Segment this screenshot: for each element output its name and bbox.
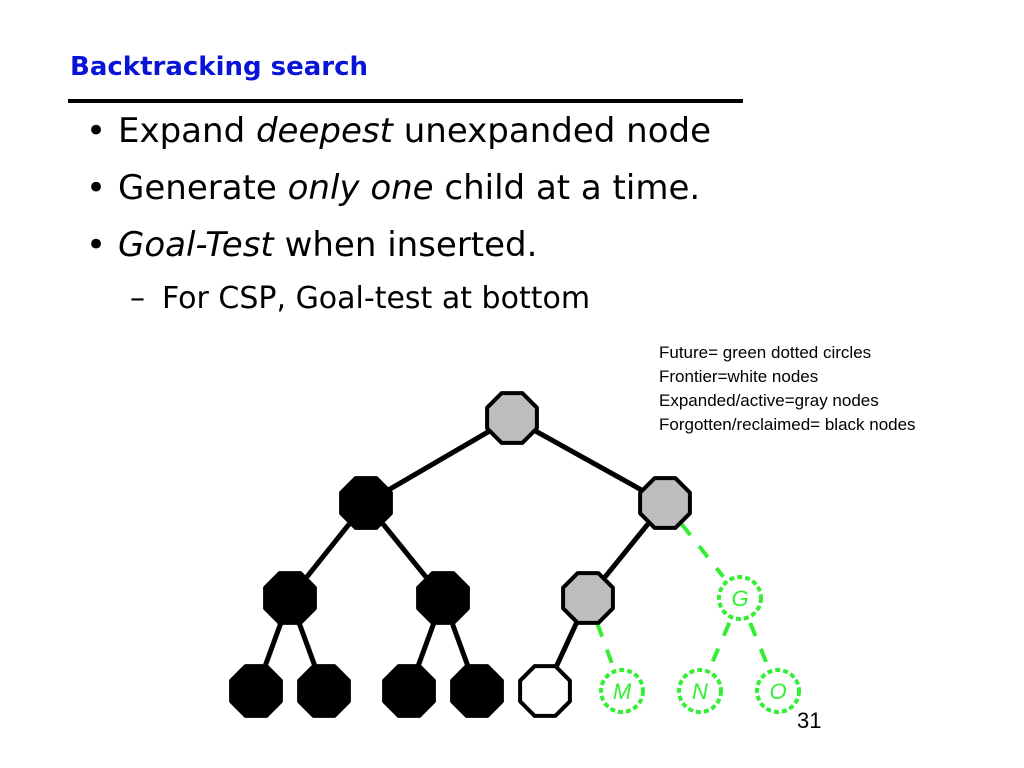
forgotten-node-shape (263, 571, 317, 625)
tree-edge-g-o (748, 622, 770, 667)
bullet-emphasis: deepest (255, 111, 393, 151)
future-node-label: N (692, 679, 708, 704)
tree-edge-f-l (554, 621, 579, 668)
bullet-text: when inserted. (273, 225, 538, 265)
tree-node-h (229, 664, 283, 718)
forgotten-node-shape (229, 664, 283, 718)
expanded-node-shape (561, 571, 615, 625)
sub-bullet-marker: – (130, 281, 145, 316)
frontier-node-shape (518, 664, 572, 718)
tree-node-o: O (755, 668, 801, 714)
tree-node-root (485, 391, 539, 445)
bullet-emphasis: only one (287, 168, 434, 208)
future-node-label: G (731, 586, 748, 611)
tree-edges (262, 428, 770, 668)
tree-node-d (263, 571, 317, 625)
tree-nodes: G M N O (229, 391, 801, 718)
future-node-circle (755, 668, 801, 714)
forgotten-node-shape (297, 664, 351, 718)
forgotten-node-shape (450, 664, 504, 718)
legend-item-frontier: Frontier=white nodes (659, 367, 819, 386)
tree-edge-g-n (708, 622, 732, 667)
expanded-node-shape (485, 391, 539, 445)
legend-item-future: Future= green dotted circles (659, 343, 872, 362)
bullet-text: Generate (118, 168, 288, 208)
future-node-label: M (613, 679, 632, 704)
tree-edge-c-g (680, 522, 725, 579)
tree-node-j (382, 664, 436, 718)
tree-node-l (518, 664, 572, 718)
bullet-1: • Expand deepest unexpanded node (86, 111, 711, 151)
future-node-label: O (769, 679, 786, 704)
tree-node-f (561, 571, 615, 625)
tree-node-c (638, 476, 692, 530)
tree-node-g: G (717, 575, 763, 621)
bullet-2: • Generate only one child at a time. (86, 168, 700, 208)
bullet-marker: • (86, 225, 107, 265)
expanded-node-shape (638, 476, 692, 530)
page-number: 31 (797, 708, 822, 733)
future-node-circle (677, 668, 723, 714)
tree-node-m: M (599, 668, 645, 714)
legend-item-forgotten: Forgotten/reclaimed= black nodes (659, 415, 916, 434)
tree-edge-b-d (304, 522, 352, 579)
tree-edge-b-e (381, 522, 428, 579)
tree-edge-d-h (262, 622, 284, 667)
bullet-3: • Goal-Test when inserted. (86, 225, 537, 265)
tree-edge-f-m (595, 622, 615, 667)
tree-edge-root-b (388, 429, 490, 492)
legend: Future= green dotted circles Frontier=wh… (659, 341, 916, 437)
tree-edge-e-j (415, 622, 437, 667)
tree-node-e (416, 571, 470, 625)
legend-item-expanded: Expanded/active=gray nodes (659, 391, 879, 410)
tree-node-b (339, 476, 393, 530)
future-node-circle (717, 575, 763, 621)
bullet-emphasis: Goal-Test (118, 225, 274, 265)
bullet-marker: • (86, 168, 107, 208)
bullet-marker: • (86, 111, 107, 151)
forgotten-node-shape (339, 476, 393, 530)
future-node-circle (599, 668, 645, 714)
tree-node-i (297, 664, 351, 718)
tree-node-k (450, 664, 504, 718)
bullet-text: unexpanded node (392, 111, 711, 151)
slide-title: Backtracking search (70, 52, 369, 82)
forgotten-node-shape (416, 571, 470, 625)
bullet-text: Expand (118, 111, 256, 151)
forgotten-node-shape (382, 664, 436, 718)
tree-edge-c-f (603, 522, 650, 579)
tree-edge-e-k (449, 622, 471, 667)
bullet-text: child at a time. (433, 168, 701, 208)
tree-edge-root-c (534, 428, 643, 493)
tree-node-n: N (677, 668, 723, 714)
sub-bullet-text: For CSP, Goal-test at bottom (162, 281, 591, 316)
tree-edge-d-i (296, 622, 318, 667)
title-underline (68, 99, 743, 103)
sub-bullet: –For CSP, Goal-test at bottom (130, 281, 590, 316)
